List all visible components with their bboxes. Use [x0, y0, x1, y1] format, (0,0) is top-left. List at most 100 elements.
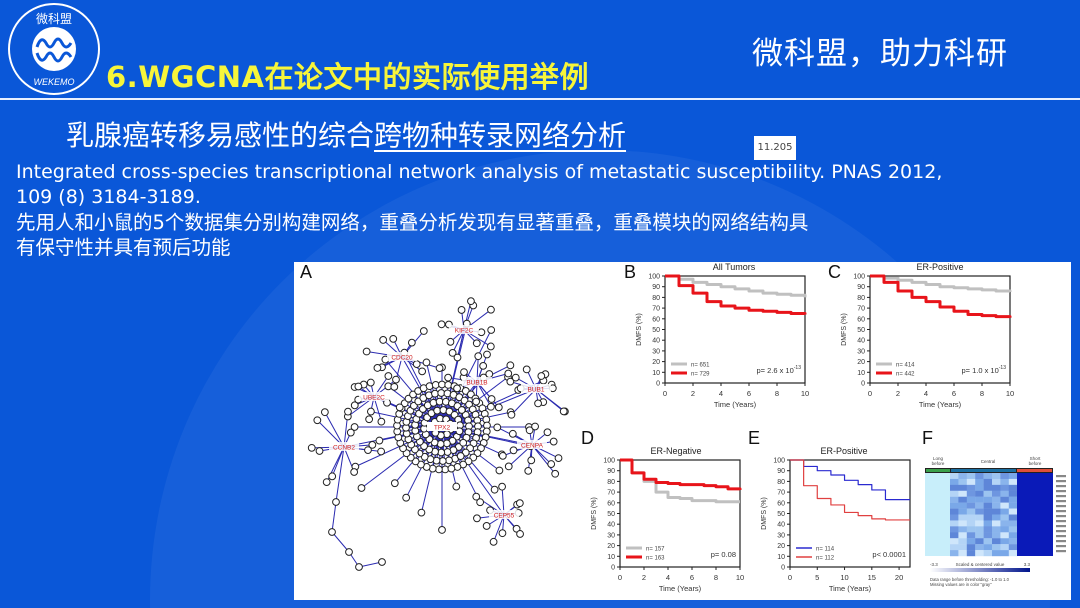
svg-text:UBE2C: UBE2C [363, 395, 385, 402]
svg-text:CEP55: CEP55 [494, 513, 515, 520]
svg-text:40: 40 [857, 338, 865, 345]
panel-c-letter: C [828, 262, 841, 282]
svg-text:before: before [1029, 461, 1042, 466]
logo-top-text: 微科盟 [36, 12, 72, 26]
svg-text:before: before [932, 461, 945, 466]
svg-text:2: 2 [896, 389, 900, 398]
svg-text:DMFS (%): DMFS (%) [841, 313, 848, 346]
svg-text:0: 0 [611, 565, 615, 572]
svg-text:0: 0 [781, 565, 785, 572]
svg-text:2: 2 [642, 573, 646, 582]
summary-line-2: 有保守性并具有预后功能 [16, 236, 231, 259]
svg-text:90: 90 [777, 468, 785, 475]
panel-b-letter: B [624, 262, 637, 282]
svg-text:Central: Central [981, 459, 996, 464]
svg-text:70: 70 [777, 490, 785, 497]
svg-text:10: 10 [1006, 389, 1014, 398]
svg-text:10: 10 [736, 573, 744, 582]
panel-d-title: ER-Negative [650, 446, 702, 456]
svg-text:40: 40 [607, 522, 615, 529]
svg-text:20: 20 [607, 543, 615, 550]
svg-text:80: 80 [607, 479, 615, 486]
header-divider [0, 98, 1080, 100]
svg-text:n= 651: n= 651 [691, 363, 710, 369]
svg-text:CENPA: CENPA [521, 443, 544, 450]
svg-text:20: 20 [895, 573, 903, 582]
svg-text:70: 70 [607, 490, 615, 497]
svg-text:60: 60 [777, 500, 785, 507]
svg-text:90: 90 [607, 468, 615, 475]
svg-text:20: 20 [652, 359, 660, 366]
svg-text:40: 40 [777, 522, 785, 529]
svg-text:8: 8 [775, 389, 779, 398]
panel-d-letter: D [581, 428, 594, 448]
svg-text:10: 10 [801, 389, 809, 398]
svg-text:30: 30 [607, 532, 615, 539]
slide-title: 6.WGCNA在论文中的实际使用举例 [106, 60, 589, 94]
svg-text:0: 0 [868, 389, 872, 398]
svg-text:0: 0 [618, 573, 622, 582]
svg-text:p< 0.0001: p< 0.0001 [872, 550, 906, 559]
svg-text:30: 30 [652, 348, 660, 355]
wave-m-logo-icon: 微科盟 WEKEMO [32, 12, 76, 87]
svg-text:0: 0 [788, 573, 792, 582]
svg-text:80: 80 [652, 295, 660, 302]
body-text: Integrated cross-species transcriptional… [16, 160, 976, 260]
svg-text:70: 70 [857, 306, 865, 313]
svg-text:50: 50 [777, 511, 785, 518]
svg-text:Long: Long [933, 456, 944, 461]
svg-text:n= 414: n= 414 [896, 363, 915, 369]
svg-text:60: 60 [607, 500, 615, 507]
svg-text:90: 90 [857, 284, 865, 291]
svg-text:Short: Short [1030, 456, 1042, 461]
svg-text:n= 157: n= 157 [646, 547, 665, 553]
svg-text:0: 0 [663, 389, 667, 398]
svg-text:80: 80 [857, 295, 865, 302]
svg-text:10: 10 [857, 370, 865, 377]
svg-text:30: 30 [777, 532, 785, 539]
svg-text:40: 40 [652, 338, 660, 345]
panel-f-letter: F [922, 428, 933, 448]
wekemo-logo: 微科盟 WEKEMO [8, 3, 100, 95]
svg-text:Time (Years): Time (Years) [919, 400, 962, 409]
svg-text:60: 60 [857, 316, 865, 323]
svg-text:p= 2.6 x 10-13: p= 2.6 x 10-13 [756, 365, 801, 375]
summary-line-1: 先用人和小鼠的5个数据集分别构建网络，重叠分析发现有显著重叠，重叠模块的网络结构… [16, 211, 809, 234]
subtitle-underlined: 跨物种转录网络分析 [374, 119, 627, 152]
svg-text:10: 10 [607, 554, 615, 561]
svg-text:80: 80 [777, 479, 785, 486]
svg-text:50: 50 [652, 327, 660, 334]
panel-e-title: ER-Positive [820, 446, 868, 456]
svg-text:6: 6 [690, 573, 694, 582]
svg-text:20: 20 [777, 543, 785, 550]
slogan: 微科盟，助力科研 [752, 36, 1008, 72]
svg-text:100: 100 [603, 458, 615, 465]
svg-text:70: 70 [652, 306, 660, 313]
svg-text:n= 114: n= 114 [816, 547, 835, 553]
svg-text:p= 1.0 x 10-13: p= 1.0 x 10-13 [961, 365, 1006, 375]
svg-text:5: 5 [815, 573, 819, 582]
citation-line-2: 109 (8) 3184-3189. [16, 186, 201, 208]
svg-text:BUB1: BUB1 [528, 387, 545, 394]
svg-text:3.3: 3.3 [1024, 562, 1031, 567]
svg-text:30: 30 [857, 348, 865, 355]
svg-text:CCNB2: CCNB2 [333, 445, 355, 452]
svg-text:DMFS (%): DMFS (%) [591, 497, 598, 530]
svg-text:Missing values are in color "g: Missing values are in color "gray" [930, 582, 992, 587]
svg-text:10: 10 [652, 370, 660, 377]
svg-text:90: 90 [652, 284, 660, 291]
svg-text:TPX2: TPX2 [434, 425, 451, 432]
svg-text:20: 20 [857, 359, 865, 366]
svg-text:0: 0 [656, 381, 660, 388]
svg-text:8: 8 [980, 389, 984, 398]
svg-text:Time (Years): Time (Years) [659, 584, 702, 593]
svg-text:8: 8 [714, 573, 718, 582]
svg-text:100: 100 [773, 458, 785, 465]
svg-text:n= 112: n= 112 [816, 556, 835, 562]
